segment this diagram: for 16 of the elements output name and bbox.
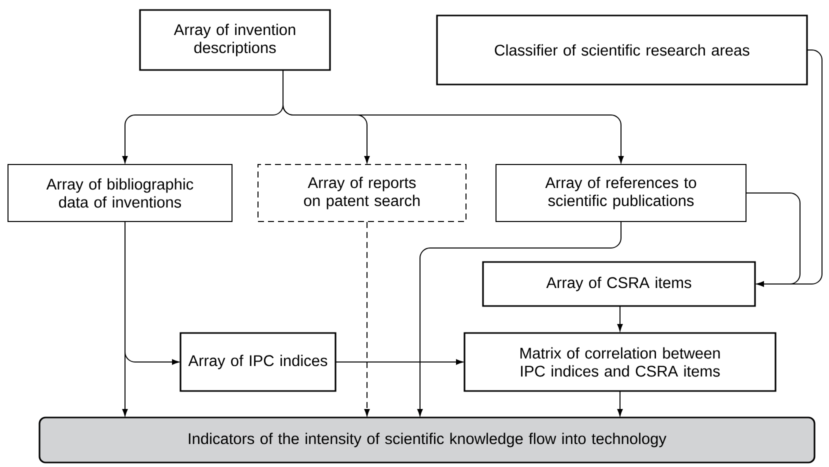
process-box: Array of bibliographic data of inventions [8, 164, 232, 222]
arrow [617, 306, 623, 332]
arrow [336, 359, 464, 365]
arrow [364, 222, 370, 416]
process-box: Array of invention descriptions [139, 9, 331, 71]
arrow [122, 222, 128, 416]
result-box: Indicators of the intensity of scientific knowledge flow into technology [38, 416, 816, 464]
process-box: Matrix of correlation between IPC indices and CSRA items [464, 332, 776, 392]
process-box: Classifier of scientific research areas [436, 14, 808, 86]
arrow [617, 390, 623, 416]
arrow [417, 222, 622, 416]
dashed-box: Array of reports on patent search [258, 164, 466, 222]
process-box: Array of IPC indices [180, 332, 336, 392]
process-box: Array of CSRA items [482, 261, 756, 307]
arrow [746, 192, 800, 287]
process-box: Array of references to scientific publications [496, 164, 746, 222]
